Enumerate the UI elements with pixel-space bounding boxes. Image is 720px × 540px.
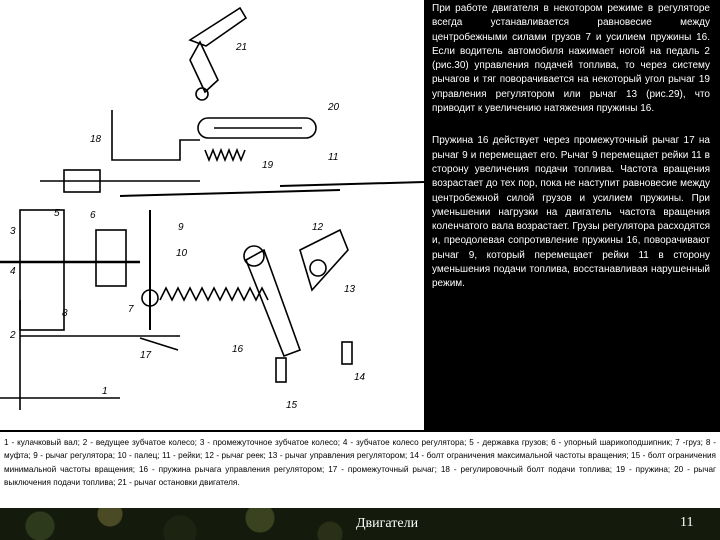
label-3: 3 xyxy=(10,226,16,237)
label-19: 19 xyxy=(262,160,274,171)
control-lever-pivot xyxy=(309,259,327,277)
spring-19 xyxy=(204,147,246,163)
max-speed-bolt xyxy=(341,341,353,365)
rack-11-end xyxy=(279,181,424,187)
figure-caption: 1 - кулачковый вал; 2 - ведущее зубчатое… xyxy=(0,432,720,508)
body-paragraph-2: Пружина 16 действует через промежуточный… xyxy=(432,135,710,290)
label-1: 1 xyxy=(102,386,108,397)
rack-lever xyxy=(244,248,302,358)
regulator-diagram-drawing: 21 20 18 19 11 3 5 6 4 9 10 7 8 2 12 13 … xyxy=(0,6,424,411)
stop-lever-arm xyxy=(189,40,219,94)
camouflage-band xyxy=(0,508,720,540)
label-15: 15 xyxy=(286,400,298,411)
label-11: 11 xyxy=(328,152,338,163)
body-paragraph-1: При работе двигателя в некотором режиме … xyxy=(432,3,710,115)
label-18: 18 xyxy=(90,134,102,145)
spring-16 xyxy=(159,286,269,302)
label-20: 20 xyxy=(327,102,340,113)
label-4: 4 xyxy=(10,266,16,277)
stop-lever-pivot xyxy=(195,87,209,101)
caption-text: 1 - кулачковый вал; 2 - ведущее зубчатое… xyxy=(4,438,716,487)
regulator-housing xyxy=(19,209,65,331)
rack-lever-top-pivot xyxy=(243,245,265,267)
footer-title: Двигатели xyxy=(356,516,419,531)
rack-11 xyxy=(119,189,341,197)
governor-sleeve xyxy=(95,229,127,287)
regulator-diagram: 21 20 18 19 11 3 5 6 4 9 10 7 8 2 12 13 … xyxy=(0,0,424,430)
label-8: 8 xyxy=(62,308,68,319)
label-9: 9 xyxy=(178,222,184,233)
intermediate-lever xyxy=(139,337,179,351)
label-5: 5 xyxy=(54,208,60,219)
label-10: 10 xyxy=(176,248,188,259)
label-12: 12 xyxy=(312,222,324,233)
label-2: 2 xyxy=(9,330,16,341)
page-number: 11 xyxy=(680,515,694,530)
label-7: 7 xyxy=(128,304,134,315)
min-speed-bolt xyxy=(275,357,287,383)
label-17: 17 xyxy=(140,350,152,361)
bracket xyxy=(111,110,200,161)
label-6: 6 xyxy=(90,210,96,221)
lever-pivot xyxy=(141,289,159,307)
body-text: При работе двигателя в некотором режиме … xyxy=(424,0,720,430)
control-lever xyxy=(299,228,349,292)
stop-lever xyxy=(188,6,248,47)
label-13: 13 xyxy=(344,284,356,295)
label-14: 14 xyxy=(354,372,366,383)
footer: Двигатели 11 xyxy=(0,508,720,540)
label-21: 21 xyxy=(235,42,247,53)
cutoff-lever xyxy=(197,117,317,139)
label-16: 16 xyxy=(232,344,244,355)
